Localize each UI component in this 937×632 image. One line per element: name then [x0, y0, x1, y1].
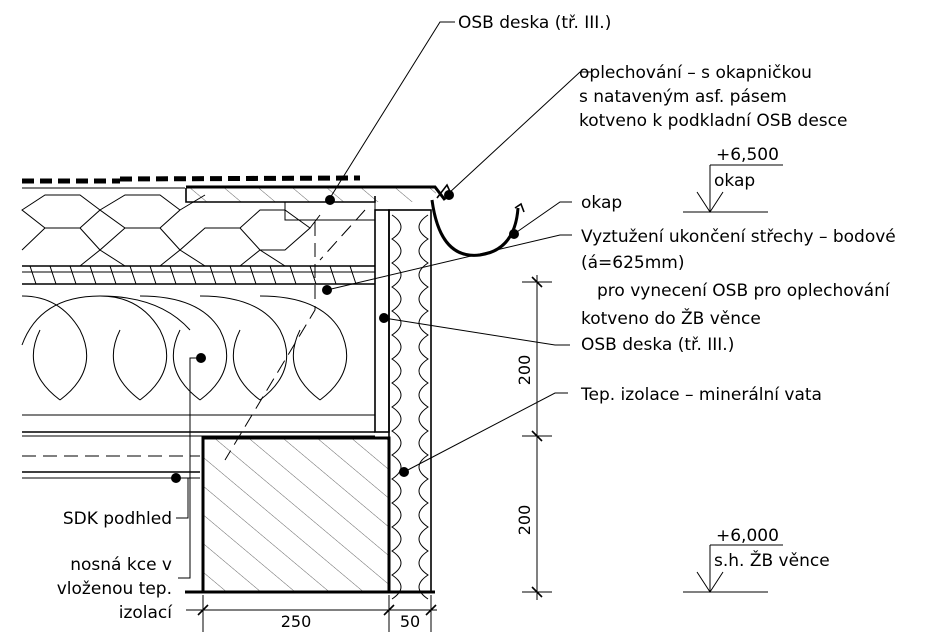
level-marker-top	[683, 164, 783, 213]
label-reinforce-4: kotveno do ŽB věnce	[581, 307, 761, 329]
label-insulation: Tep. izolace – minerální vata	[580, 385, 822, 405]
label-reinforce-2: (á=625mm)	[581, 253, 685, 273]
level-top-value: +6,500	[716, 145, 779, 165]
dim-upper-height: 200	[515, 355, 534, 386]
label-beam-3: izolací	[119, 603, 174, 623]
dim-width-insulation: 50	[400, 612, 420, 631]
label-reinforce-1: Vyztužení ukončení střechy – bodové	[581, 227, 896, 247]
level-bottom-name: s.h. ŽB věnce	[714, 549, 830, 571]
level-bottom-value: +6,000	[716, 526, 779, 546]
label-flashing-2: s nataveným asf. pásem	[579, 87, 787, 107]
label-beam-2: vloženou tep.	[57, 579, 172, 599]
concrete-ring-beam	[185, 436, 435, 594]
dim-lower-height: 200	[515, 505, 534, 536]
label-sdk: SDK podhled	[63, 509, 172, 529]
dim-width-concrete: 250	[281, 612, 312, 631]
wall-layers	[374, 209, 432, 600]
label-okap: okap	[581, 193, 622, 213]
osb-top-board	[185, 185, 447, 221]
annotation-labels: OSB deska (tř. III.) oplechování – s oka…	[57, 13, 896, 631]
label-reinforce-3: pro vynecení OSB pro oplechování	[597, 281, 891, 301]
label-flashing-3: kotveno k podkladní OSB desce	[579, 111, 847, 131]
dimension-lines	[186, 275, 552, 632]
label-osb-wall: OSB deska (tř. III.)	[581, 335, 734, 355]
label-beam-1: nosná kce v	[70, 555, 172, 575]
roof-layers	[21, 175, 375, 479]
leader-lines	[171, 21, 592, 579]
label-osb-top: OSB deska (tř. III.)	[458, 13, 611, 33]
label-flashing-1: oplechování – s okapničkou	[579, 63, 812, 83]
level-top-name: okap	[714, 171, 755, 191]
level-marker-bottom	[683, 544, 783, 593]
